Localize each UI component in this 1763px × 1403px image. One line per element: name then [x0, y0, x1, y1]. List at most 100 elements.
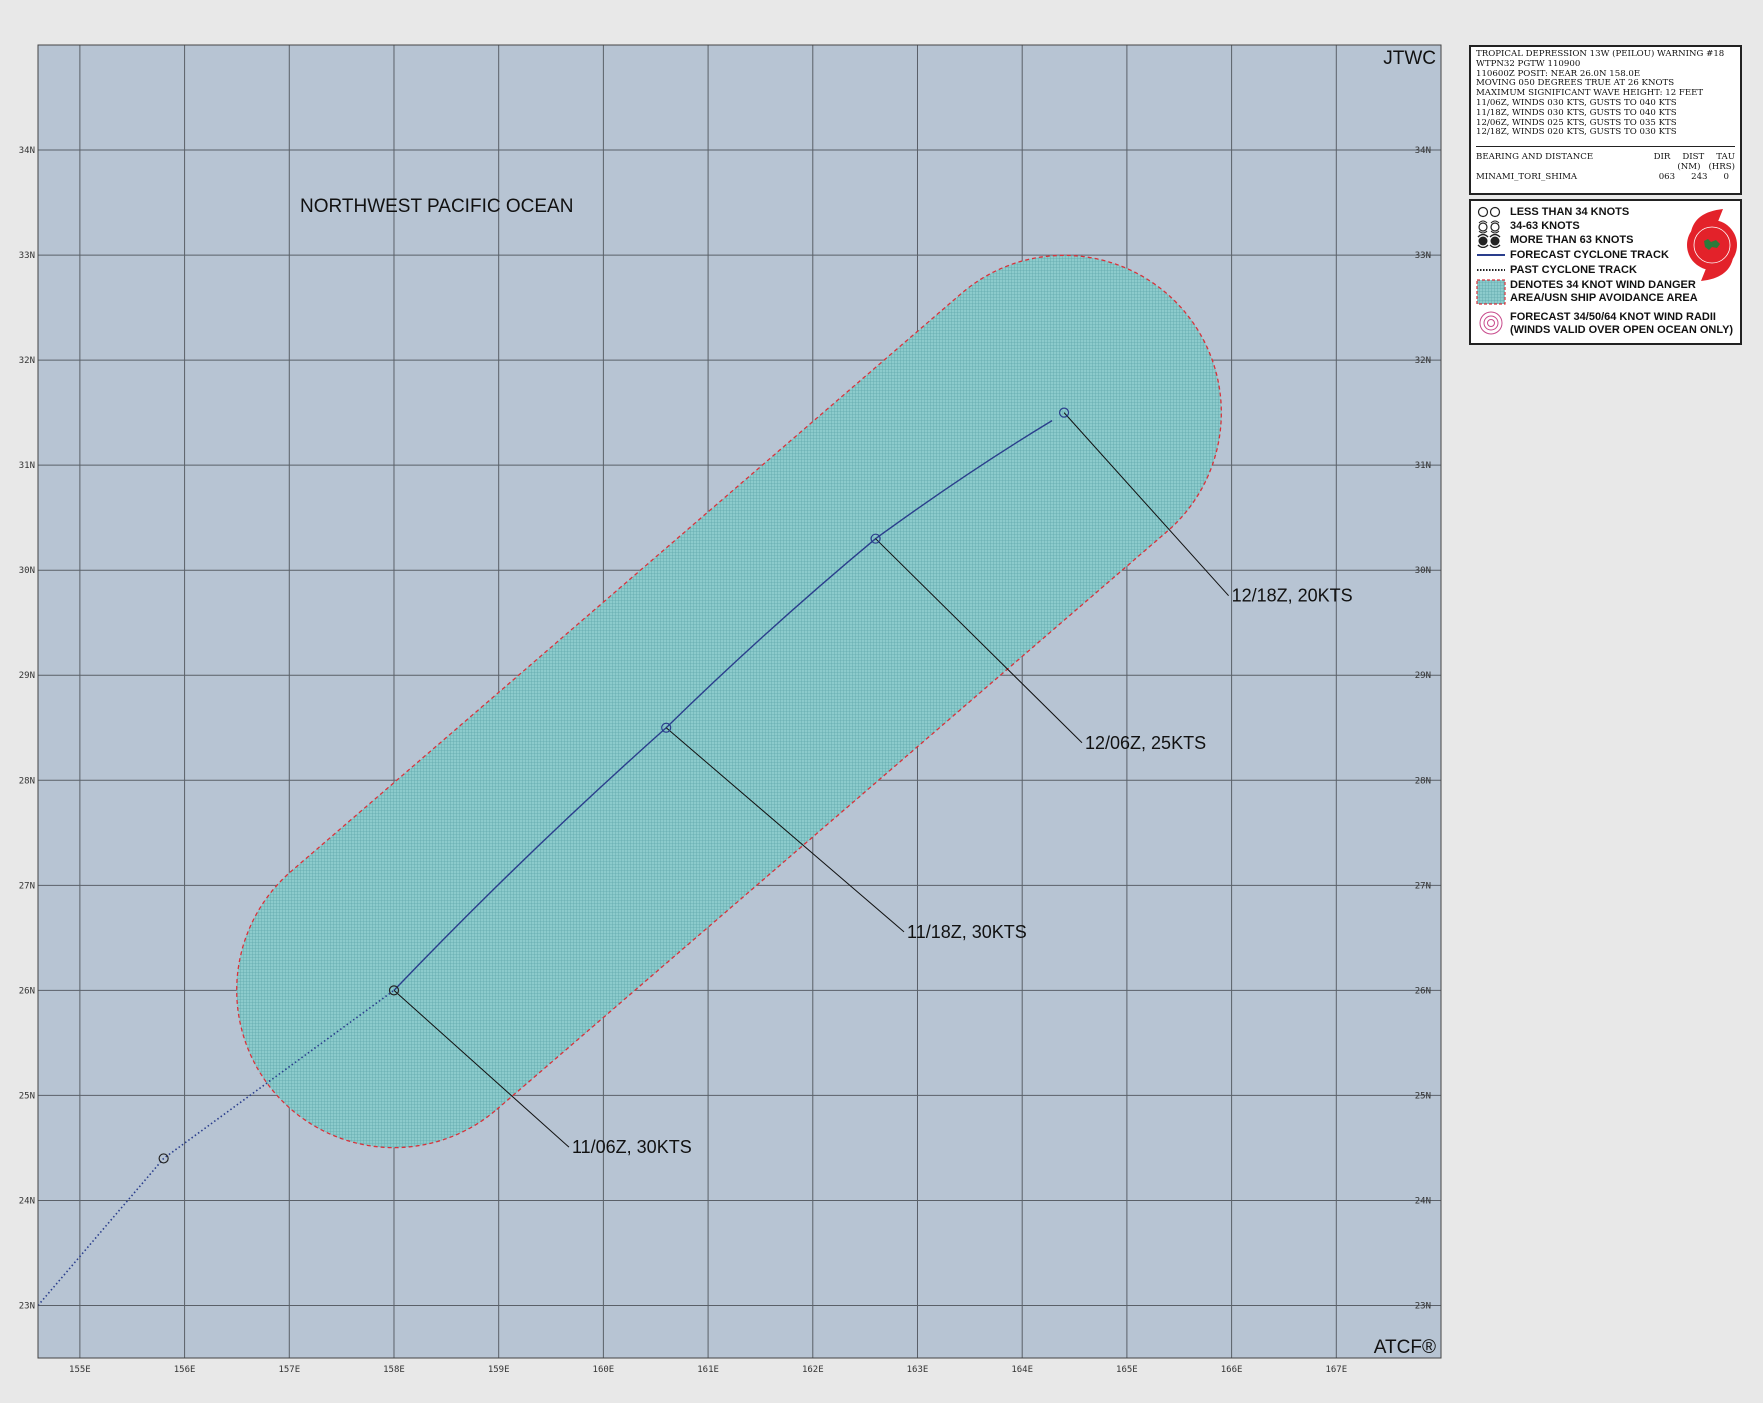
legend-past-track: PAST CYCLONE TRACK [1510, 264, 1637, 276]
lat-tick-right-31N: 31N [1415, 461, 1431, 471]
warning-header: WTPN32 PGTW 110900 [1476, 59, 1581, 69]
lat-tick-left-25N: 25N [19, 1091, 35, 1101]
lon-tick-160E: 160E [593, 1365, 615, 1375]
lat-tick-left-30N: 30N [19, 566, 35, 576]
col-dist: DIST [1682, 152, 1705, 163]
lat-tick-right-27N: 27N [1415, 881, 1431, 891]
fix-marker-1 [661, 722, 672, 733]
forecast-track-line [393, 420, 1053, 991]
lat-tick-left-24N: 24N [19, 1196, 35, 1206]
past-track-icon [1477, 269, 1505, 271]
lat-tick-left-34N: 34N [19, 146, 35, 156]
lon-tick-165E: 165E [1116, 1365, 1138, 1375]
lat-tick-left-26N: 26N [19, 986, 35, 996]
warning-fcst-2: 11/18Z, WINDS 030 KTS, GUSTS TO 040 KTS [1476, 108, 1677, 118]
station-dist: 243 [1691, 171, 1708, 182]
less-34-icon [1477, 206, 1501, 218]
region-label: NORTHWEST PACIFIC OCEAN [300, 196, 573, 217]
lat-lon-grid [38, 45, 1441, 1358]
34-63-icon [1478, 220, 1500, 234]
legend-radii-2: (WINDS VALID OVER OPEN OCEAN ONLY) [1510, 324, 1734, 336]
lon-tick-156E: 156E [174, 1365, 196, 1375]
fix-label-0: 11/06Z, 30KTS [572, 1137, 692, 1157]
legend-danger-1: DENOTES 34 KNOT WIND DANGER [1510, 279, 1696, 291]
lat-tick-left-32N: 32N [19, 356, 35, 366]
lon-tick-164E: 164E [1011, 1365, 1033, 1375]
col-tau: TAU [1716, 152, 1735, 163]
warning-wave: MAXIMUM SIGNIFICANT WAVE HEIGHT: 12 FEET [1476, 89, 1704, 99]
col-dir: DIR [1653, 152, 1671, 163]
jtwc-label: JTWC [1383, 48, 1436, 69]
lat-tick-left-31N: 31N [19, 461, 35, 471]
lat-tick-right-26N: 26N [1415, 986, 1431, 996]
lat-tick-left-28N: 28N [19, 776, 35, 786]
lat-tick-right-23N: 23N [1415, 1301, 1431, 1311]
legend-box: LESS THAN 34 KNOTS 34-63 KNOTS MORE THAN… [1469, 199, 1742, 345]
warning-fcst-1: 11/06Z, WINDS 030 KTS, GUSTS TO 040 KTS [1476, 98, 1677, 108]
station-name: MINAMI_TORI_SHIMA [1476, 171, 1578, 182]
past-track-line [38, 989, 395, 1306]
lat-tick-right-33N: 33N [1415, 251, 1431, 261]
bearing-units-row: (NM) (HRS) [1476, 161, 1735, 173]
atcf-label: ATCF® [1374, 1337, 1436, 1358]
fix-label-1: 11/18Z, 30KTS [907, 922, 1027, 942]
lon-tick-157E: 157E [278, 1365, 300, 1375]
lat-tick-right-34N: 34N [1415, 146, 1431, 156]
lat-tick-left-27N: 27N [19, 881, 35, 891]
danger-area [236, 254, 1222, 1149]
warning-fcst-3: 12/06Z, WINDS 025 KTS, GUSTS TO 035 KTS [1476, 118, 1677, 128]
warning-posit: 110600Z POSIT: NEAR 26.0N 158.0E [1476, 69, 1641, 79]
more-63-icon [1477, 234, 1501, 248]
station-dir: 063 [1658, 171, 1676, 182]
lat-tick-left-23N: 23N [19, 1301, 35, 1311]
bearing-header-row: BEARING AND DISTANCE DIR DIST TAU [1476, 152, 1735, 163]
lat-tick-right-29N: 29N [1415, 671, 1431, 681]
lon-tick-166E: 166E [1221, 1365, 1243, 1375]
lat-tick-right-32N: 32N [1415, 356, 1431, 366]
map-frame [37, 44, 1442, 1359]
lon-tick-167E: 167E [1325, 1365, 1347, 1375]
fix-label-2: 12/06Z, 25KTS [1085, 733, 1206, 753]
warning-motion: MOVING 050 DEGREES TRUE AT 26 KNOTS [1476, 79, 1675, 89]
warning-fcst-4: 12/18Z, WINDS 020 KTS, GUSTS TO 030 KTS [1476, 128, 1677, 138]
legend-radii-1: FORECAST 34/50/64 KNOT WIND RADII [1510, 311, 1716, 323]
legend-more-63: MORE THAN 63 KNOTS [1510, 234, 1634, 246]
lon-tick-158E: 158E [383, 1365, 405, 1375]
fix-label-3: 12/18Z, 20KTS [1232, 586, 1353, 606]
lat-tick-right-25N: 25N [1415, 1091, 1431, 1101]
lat-tick-right-24N: 24N [1415, 1196, 1431, 1206]
lat-tick-left-29N: 29N [19, 671, 35, 681]
lon-tick-159E: 159E [488, 1365, 510, 1375]
lon-tick-163E: 163E [907, 1365, 929, 1375]
legend-34-63: 34-63 KNOTS [1510, 220, 1580, 232]
fix-marker-3 [1058, 407, 1070, 418]
leader-line-2 [875, 538, 1083, 744]
legend-forecast-track: FORECAST CYCLONE TRACK [1510, 249, 1669, 261]
lon-tick-161E: 161E [697, 1365, 719, 1375]
past-position-marker [158, 1153, 169, 1164]
fix-marker-2 [870, 533, 881, 544]
col-tau-unit: (HRS) [1708, 161, 1735, 172]
danger-area-icon [1476, 279, 1506, 305]
warning-box: TROPICAL DEPRESSION 13W (PEILOU) WARNING… [1469, 45, 1742, 195]
col-dist-unit: (NM) [1677, 161, 1701, 172]
legend-less-34: LESS THAN 34 KNOTS [1510, 206, 1630, 218]
fix-marker-0 [388, 985, 400, 996]
lat-tick-left-33N: 33N [19, 251, 35, 261]
wind-radii-icon [1479, 311, 1503, 335]
leader-line-1 [665, 727, 905, 933]
lon-tick-162E: 162E [802, 1365, 824, 1375]
lat-tick-right-28N: 28N [1415, 776, 1431, 786]
warning-separator [1476, 146, 1735, 148]
forecast-track-icon [1477, 254, 1505, 256]
lon-tick-155E: 155E [69, 1365, 91, 1375]
legend-danger-2: AREA/USN SHIP AVOIDANCE AREA [1510, 292, 1698, 304]
hurricane-center-logo [1687, 209, 1737, 281]
leader-line-3 [1063, 412, 1229, 597]
lat-tick-right-30N: 30N [1415, 566, 1431, 576]
warning-title: TROPICAL DEPRESSION 13W (PEILOU) WARNING… [1476, 50, 1725, 59]
station-tau: 0 [1723, 171, 1729, 182]
bearing-header: BEARING AND DISTANCE [1476, 152, 1594, 163]
leader-line-0 [393, 989, 570, 1148]
